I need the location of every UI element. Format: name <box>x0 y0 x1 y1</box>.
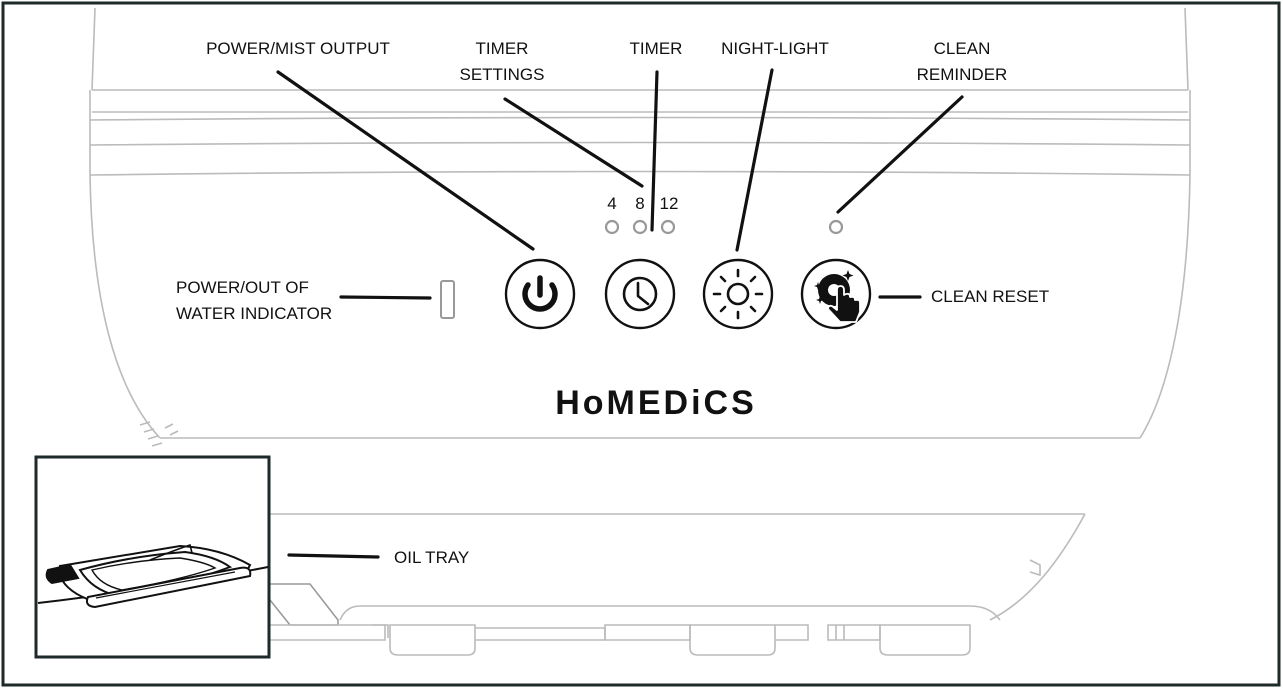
label-clean-reminder-line1: CLEAN <box>934 39 991 58</box>
timer-value-4: 4 <box>607 194 616 213</box>
oil-tray-illustration <box>37 543 269 609</box>
clean-reset-button[interactable] <box>800 258 872 330</box>
leader-timer <box>650 70 659 232</box>
label-oil-tray: OIL TRAY <box>394 548 469 567</box>
power-water-indicator-light <box>440 280 455 319</box>
power-icon <box>522 275 558 312</box>
timer-led-8 <box>632 219 648 235</box>
leader-timer-settings <box>503 97 644 188</box>
device-body-outline <box>89 7 1191 656</box>
leader-water-indicator <box>339 295 432 300</box>
leader-power-mist <box>276 70 535 251</box>
leader-clean-reminder <box>836 95 964 214</box>
brand-logo: HoMEDiCS <box>555 384 757 422</box>
touch-hand-icon <box>814 270 861 323</box>
power-button[interactable] <box>504 258 576 330</box>
label-timer: TIMER <box>630 39 683 58</box>
label-night-light: NIGHT-LIGHT <box>721 39 829 58</box>
timer-led-12 <box>660 219 676 235</box>
clean-reminder-led <box>828 219 844 235</box>
label-clean-reminder-line2: REMINDER <box>917 65 1008 84</box>
leader-night-light <box>735 68 774 252</box>
timer-value-8: 8 <box>635 194 644 213</box>
label-power-indicator-line1: POWER/OUT OF <box>176 278 309 297</box>
label-timer-settings-line1: TIMER <box>476 39 529 58</box>
label-timer-settings-line2: SETTINGS <box>459 65 544 84</box>
leader-oil-tray <box>287 553 380 559</box>
night-light-button[interactable] <box>702 258 774 330</box>
sun-icon <box>712 268 764 320</box>
label-power-mist-output: POWER/MIST OUTPUT <box>206 39 390 58</box>
label-power-indicator-line2: WATER INDICATOR <box>176 304 332 323</box>
clock-icon <box>622 276 658 312</box>
label-clean-reset: CLEAN RESET <box>931 287 1049 306</box>
timer-value-12: 12 <box>660 194 679 213</box>
leader-lines <box>276 68 964 559</box>
timer-button[interactable] <box>604 258 676 330</box>
timer-led-4 <box>604 219 620 235</box>
oil-tray-inset <box>34 455 271 659</box>
